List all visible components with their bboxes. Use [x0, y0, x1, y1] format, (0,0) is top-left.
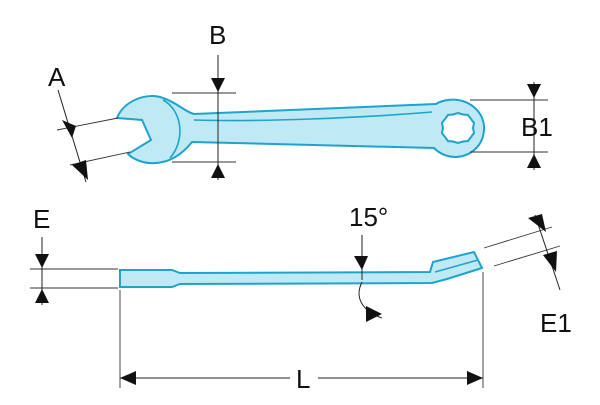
- label-l: L: [296, 364, 310, 394]
- dimension-b-arrow-top: [211, 78, 225, 92]
- label-b1: B1: [521, 112, 553, 142]
- dimension-e1: E1: [483, 214, 572, 338]
- side-ring-contour: [434, 259, 479, 273]
- dimension-e1-arrow-bottom: [543, 251, 557, 272]
- dimension-l-arrow-left: [120, 371, 136, 385]
- dimension-e-arrow-top: [35, 254, 49, 268]
- wrench-side-body: [119, 250, 484, 288]
- dimension-b1: B1: [470, 82, 553, 170]
- dimension-a-arrow-top: [62, 120, 76, 138]
- angle-arrow-bottom: [366, 306, 382, 322]
- twelve-point-ring-hole: [440, 111, 476, 145]
- shank-contour: [193, 111, 433, 122]
- wrench-top-view: [115, 95, 486, 165]
- label-e: E: [33, 204, 50, 234]
- dimension-l-arrow-right: [467, 371, 483, 385]
- label-b: B: [209, 20, 226, 50]
- dimension-e1-arrow-top: [528, 214, 546, 232]
- wrench-side-view: [119, 250, 484, 288]
- wrench-top-body: [115, 95, 486, 165]
- dimension-e-arrow-bottom: [35, 289, 49, 303]
- dimension-l: L: [119, 272, 484, 394]
- dimension-b1-arrow-top: [527, 84, 541, 98]
- label-angle: 15°: [349, 202, 388, 232]
- open-end-contour: [162, 99, 181, 159]
- dimension-a-arrow-bottom: [72, 160, 88, 180]
- dimension-e: E: [30, 204, 118, 305]
- angle-arrow-top: [354, 256, 368, 270]
- dimension-b1-arrow-bottom: [527, 154, 541, 168]
- dimension-a: A: [48, 62, 131, 183]
- dimension-b-arrow-bottom: [211, 164, 225, 178]
- dimension-angle: 15°: [349, 202, 388, 322]
- label-a: A: [48, 62, 66, 92]
- label-e1: E1: [540, 308, 572, 338]
- dimension-b: B: [172, 20, 236, 180]
